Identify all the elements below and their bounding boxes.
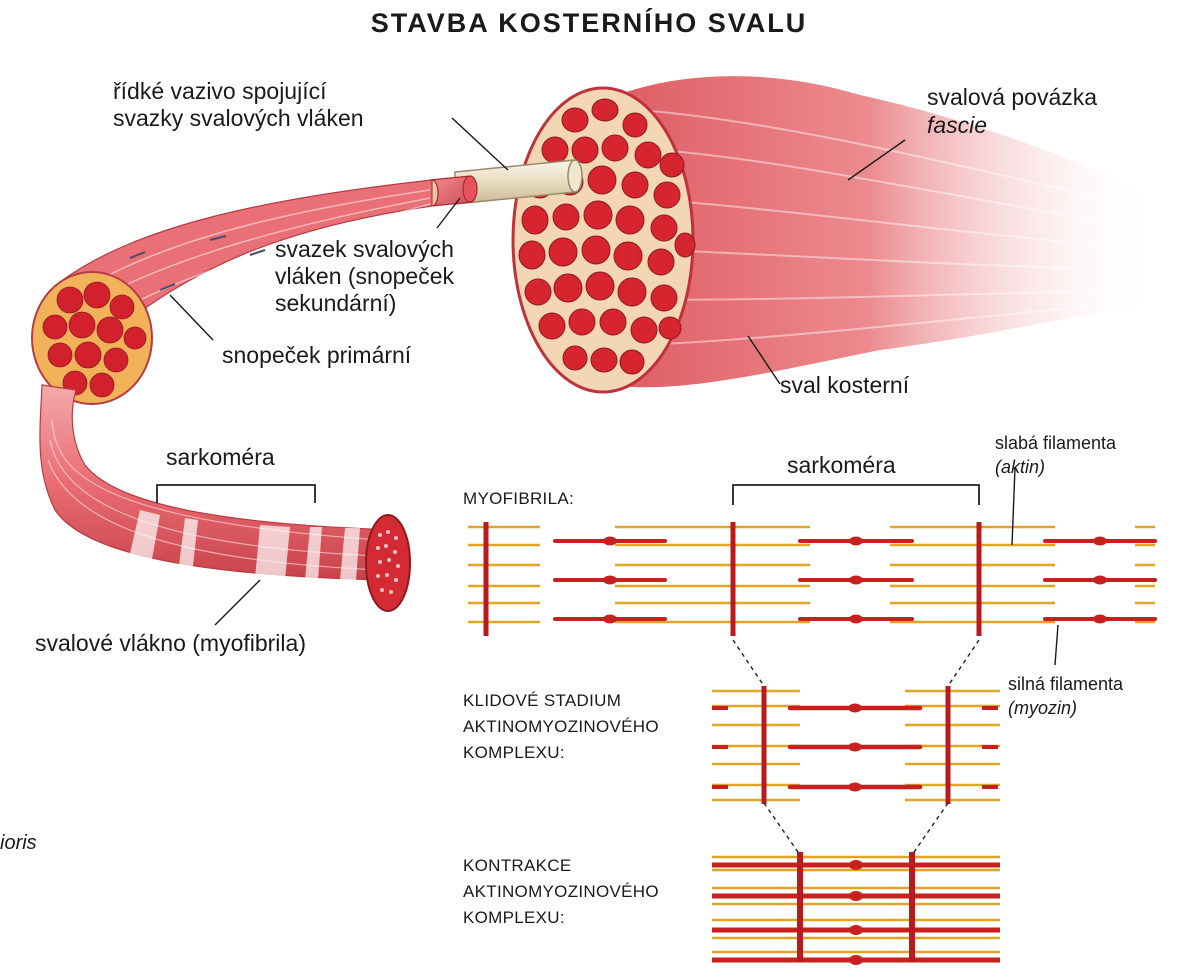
m-line-node [849, 537, 863, 546]
m-line-node [849, 925, 863, 935]
m-line-node [603, 615, 617, 624]
label-myofibril-heading: MYOFIBRILA: [463, 488, 574, 510]
label-rest-heading: KLIDOVÉ STADIUM AKTINOMYOZINOVÉHO KOMPLE… [463, 688, 659, 766]
label-skeletal-muscle: sval kosterní [780, 372, 909, 399]
m-line-node [603, 576, 617, 585]
page-title: STAVBA KOSTERNÍHO SVALU [0, 8, 1178, 39]
sarcomere-myofibril-bracket [733, 485, 979, 505]
skeletal-muscle [513, 76, 1160, 392]
m-line-node [848, 743, 862, 752]
m-line-node [849, 891, 863, 901]
label-thin-filaments: slabá filamenta [995, 432, 1116, 454]
myofibril-diagram [468, 522, 1155, 636]
m-line-node [603, 537, 617, 546]
label-fascia-name: svalová povázka [927, 84, 1097, 111]
m-line-node [1093, 537, 1107, 546]
m-line-node [849, 860, 863, 870]
resting-complex-diagram [712, 686, 1000, 804]
label-sarcomere-fiber: sarkoméra [166, 444, 275, 471]
label-thick-filaments-term: (myozin) [1008, 697, 1077, 719]
m-line-node [848, 783, 862, 792]
label-secondary-bundle: svazek svalových vláken (snopeček sekund… [275, 236, 454, 317]
muscle-fiber [40, 385, 410, 611]
primary-fascicle-section [32, 272, 152, 404]
m-line-node [1093, 615, 1107, 624]
fiber-end [366, 515, 410, 611]
m-line-node [849, 576, 863, 585]
label-cut-text: ioris [0, 832, 37, 854]
label-thin-filaments-term: (aktin) [995, 456, 1045, 478]
label-sarcomere-myofibril: sarkoméra [787, 452, 896, 479]
contracted-complex-diagram [712, 852, 1000, 965]
m-line-node [1093, 576, 1107, 585]
m-line-node [849, 615, 863, 624]
label-fascia-term: fascie [927, 112, 987, 139]
label-muscle-fiber: svalové vlákno (myofibrila) [35, 630, 306, 657]
label-thick-filaments: silná filamenta [1008, 673, 1123, 695]
label-primary-bundle: snopeček primární [222, 342, 411, 369]
label-contraction-heading: KONTRAKCE AKTINOMYOZINOVÉHO KOMPLEXU: [463, 853, 659, 931]
m-line-node [848, 704, 862, 713]
label-loose-tissue: řídké vazivo spojující svazky svalových … [113, 78, 364, 132]
sarcomere-fiber-bracket [157, 485, 315, 503]
m-line-node [849, 955, 863, 965]
secondary-bundle-tip [426, 176, 477, 206]
